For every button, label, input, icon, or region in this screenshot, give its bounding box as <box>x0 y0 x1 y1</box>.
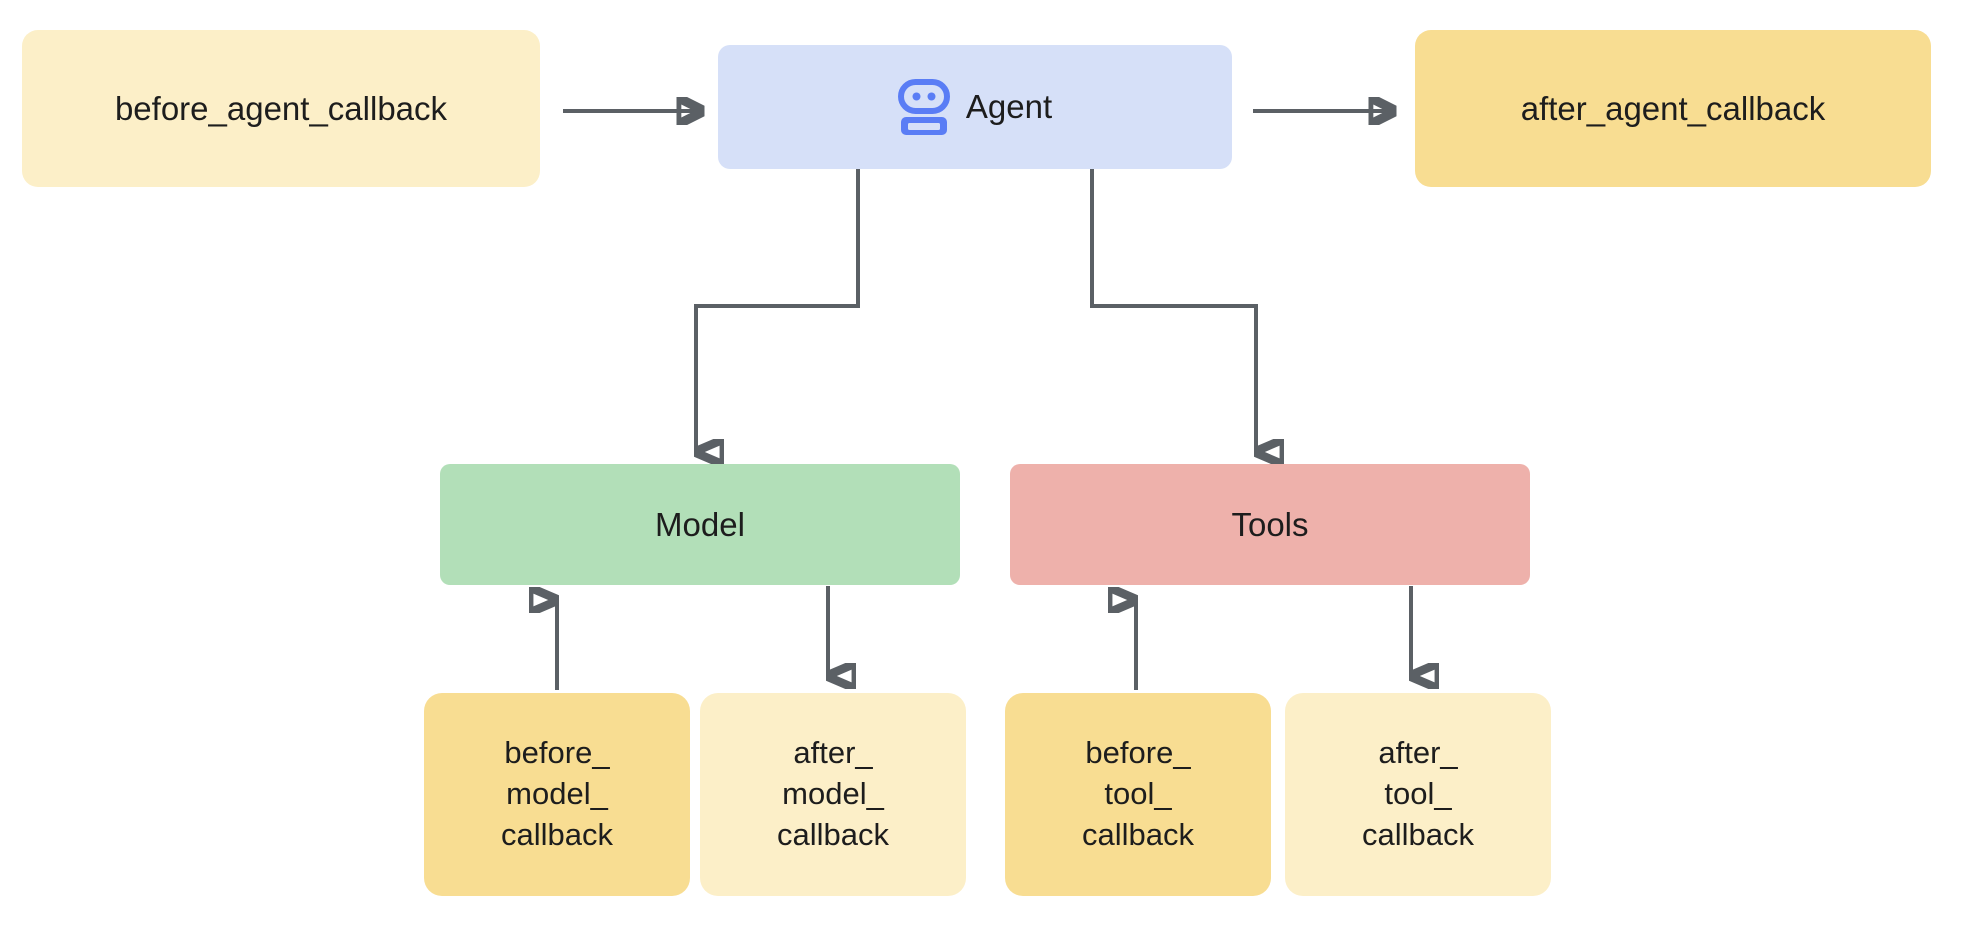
node-before-model-callback-label: before_ model_ callback <box>501 735 613 852</box>
agent-content: Agent <box>897 79 1053 135</box>
node-before-agent-callback[interactable]: before_agent_callback <box>22 30 540 187</box>
node-before-tool-callback[interactable]: before_ tool_ callback <box>1005 693 1271 896</box>
edge-agent-to-tools <box>1090 169 1256 452</box>
node-after-agent-callback-label: after_agent_callback <box>1520 89 1826 127</box>
node-model-label: Model <box>655 505 745 543</box>
node-after-tool-callback[interactable]: after_ tool_ callback <box>1285 693 1551 896</box>
edge-agent-to-model <box>696 169 860 452</box>
node-after-tool-callback-label: after_ tool_ callback <box>1362 735 1474 852</box>
node-agent-label: Agent <box>965 88 1053 126</box>
node-model[interactable]: Model <box>440 464 960 585</box>
robot-icon <box>897 79 950 135</box>
node-before-agent-callback-label: before_agent_callback <box>114 89 448 127</box>
node-after-model-callback-label: after_ model_ callback <box>777 735 889 852</box>
node-before-model-callback[interactable]: before_ model_ callback <box>424 693 690 896</box>
node-before-tool-callback-label: before_ tool_ callback <box>1082 735 1194 852</box>
node-agent[interactable]: Agent <box>718 45 1232 169</box>
node-after-agent-callback[interactable]: after_agent_callback <box>1415 30 1931 187</box>
node-tools[interactable]: Tools <box>1010 464 1530 585</box>
node-after-model-callback[interactable]: after_ model_ callback <box>700 693 966 896</box>
node-tools-label: Tools <box>1231 505 1309 543</box>
